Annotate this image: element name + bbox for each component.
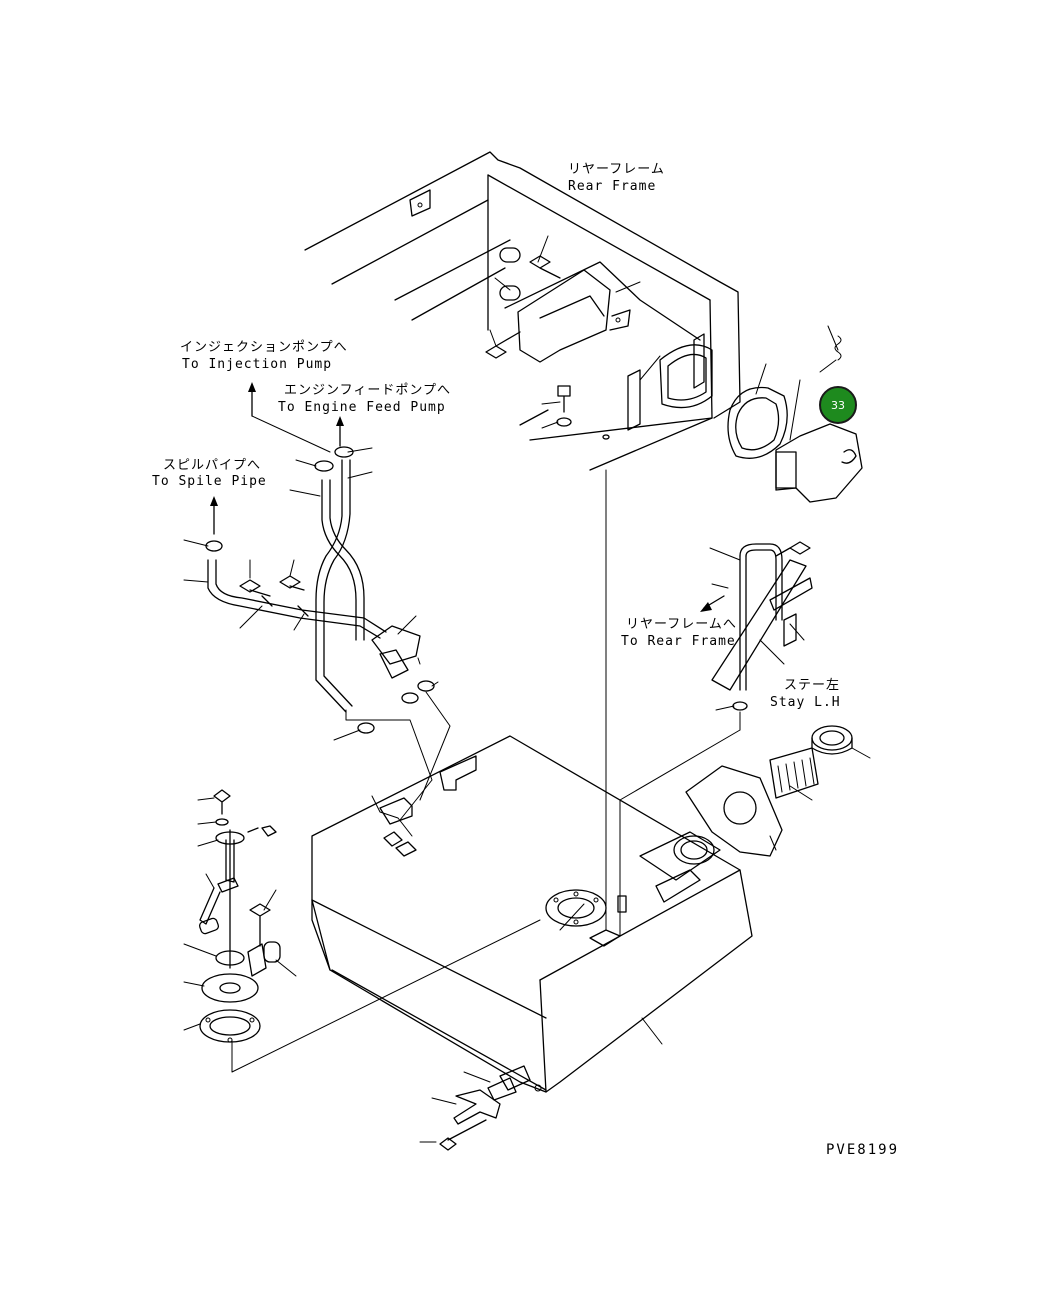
fuel-hoses xyxy=(183,382,725,857)
inspection-cover-parts xyxy=(727,325,863,503)
spile-pipe-jp-label: スピルパイプへ xyxy=(163,458,262,473)
document-code: PVE8199 xyxy=(826,1142,900,1158)
to-rear-frame-en-label: To Rear Frame xyxy=(621,634,736,649)
rear-frame xyxy=(304,151,741,471)
rear-frame-jp-label: リヤーフレーム xyxy=(568,162,665,177)
engine-feed-pump-jp-label: エンジンフィードポンプへ xyxy=(284,383,451,398)
injection-pump-jp-label: インジェクションポンプへ xyxy=(180,340,348,355)
fuel-level-sender xyxy=(183,789,541,1073)
stay-lh xyxy=(709,541,813,731)
injection-pump-en-label: To Injection Pump xyxy=(182,357,333,372)
spile-pipe-en-label: To Spile Pipe xyxy=(152,474,267,489)
bottom-bracket xyxy=(419,1071,517,1151)
part-callout-33[interactable]: 33 xyxy=(819,386,857,424)
fuel-tank xyxy=(311,729,783,1093)
rear-frame-en-label: Rear Frame xyxy=(568,179,657,194)
stay-lh-en-label: Stay L.H xyxy=(770,695,841,710)
stay-lh-jp-label: ステー左 xyxy=(784,678,841,693)
engine-feed-pump-en-label: To Engine Feed Pump xyxy=(278,400,446,415)
filler-cap-parts xyxy=(769,725,871,851)
to-rear-frame-jp-label: リヤーフレームへ xyxy=(626,617,737,632)
